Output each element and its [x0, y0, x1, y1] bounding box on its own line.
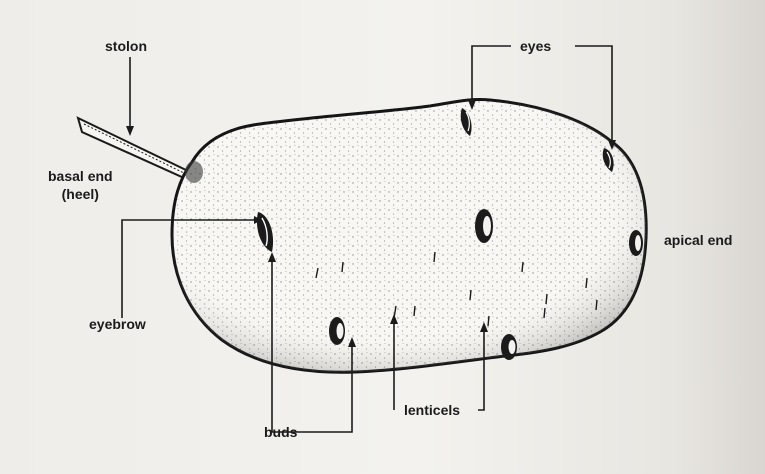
- stolon-label: stolon: [105, 38, 147, 54]
- lenticels-label: lenticels: [404, 402, 460, 418]
- apical-end-label: apical end: [664, 232, 732, 248]
- eyebrow-label: eyebrow: [89, 316, 146, 332]
- buds-label: buds: [264, 424, 297, 440]
- eye-lower-right: [501, 334, 517, 360]
- basal-end-line-2: (heel): [48, 185, 113, 203]
- basal-end-line-1: basal end: [48, 167, 113, 185]
- eye-lower-left: [329, 317, 345, 345]
- eyes-label: eyes: [520, 38, 551, 54]
- heel-scar: [185, 161, 203, 183]
- basal-end-label: basal end (heel): [48, 167, 113, 203]
- eye-apical-end: [629, 230, 643, 256]
- eye-center: [475, 209, 493, 243]
